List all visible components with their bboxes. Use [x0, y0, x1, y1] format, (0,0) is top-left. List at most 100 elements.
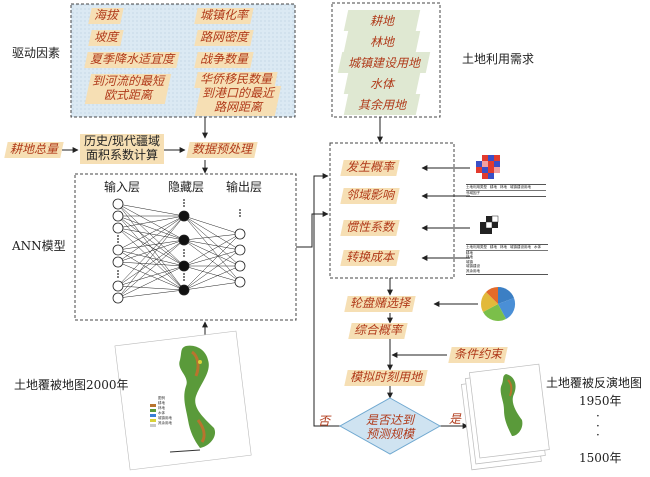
ann-edge [117, 285, 185, 291]
ellipsis-dot [117, 238, 119, 240]
ellipsis-dot [117, 276, 119, 278]
ellipsis-dot [183, 202, 185, 204]
year-1500: 1500年 [579, 451, 622, 465]
input-node [112, 210, 124, 222]
ann-edge [183, 233, 241, 291]
ellipsis-dot [183, 199, 185, 201]
yes-label: 是 [449, 412, 462, 426]
ann-edge [183, 215, 241, 283]
output-layer-label: 输出层 [226, 180, 263, 194]
ann-edge [117, 227, 185, 241]
ann-edge [117, 215, 185, 229]
ann-edge [117, 239, 185, 287]
demand-other: 其余用地 [343, 94, 421, 115]
output-node [234, 228, 246, 240]
ellipsis-dot [183, 255, 185, 257]
inverse-maps-stack [460, 363, 550, 471]
ellipsis-dot [239, 212, 241, 214]
input-node [112, 244, 124, 256]
ann-edge [117, 215, 185, 263]
ann-edge [183, 233, 241, 241]
ann-model-label: ANN模型 [12, 239, 66, 253]
factor-road-density: 路网密度 [194, 30, 254, 46]
cost-table-thumbnail: 土地利用类型耕地林地城镇建设用地水体 耕地 林地 城镇 城镇建设 其余用地 [466, 244, 548, 275]
ann-panel [74, 173, 297, 321]
decision-diamond [338, 397, 442, 455]
conversion-cost: 转换成本 [340, 250, 400, 266]
hidden-node [178, 284, 190, 296]
year-dots: · · · [596, 409, 600, 443]
ann-edge [117, 289, 185, 299]
ellipsis-dot [183, 252, 185, 254]
ann-edge [117, 265, 185, 287]
simulated-landuse: 模拟时刻用地 [344, 370, 428, 386]
map-legend: 图例 耕地 林地 水体 城镇用地 其余用地 [158, 396, 172, 425]
factor-elevation: 海拔 [88, 8, 124, 24]
ellipsis-dot [183, 205, 185, 207]
inertia-thumbnail [480, 215, 499, 234]
ann-edge [183, 215, 241, 251]
ann-edge [183, 265, 241, 283]
ann-edge [183, 249, 241, 267]
inverse-map-label: 土地覆被反演地图 [546, 376, 643, 390]
output-node [234, 244, 246, 256]
neighborhood-effect: 邻域影响 [340, 188, 400, 204]
ann-edge [183, 215, 241, 267]
factor-port-distance: 到港口的最近 路网距离 [194, 86, 282, 116]
driving-factors-label: 驱动因素 [12, 46, 61, 60]
ann-edge [183, 239, 241, 267]
inertia-coefficient: 惯性系数 [340, 220, 400, 236]
ann-edge [183, 215, 241, 235]
ellipsis-dot [239, 215, 241, 217]
landcover-map-2000 [114, 330, 252, 471]
ann-edge [117, 215, 185, 241]
ann-edge [117, 239, 185, 299]
ellipsis-dot [183, 279, 185, 281]
ann-nodes [112, 198, 246, 304]
ellipsis-dot [183, 249, 185, 251]
decision-text: 是否达到 预测规模 [365, 413, 414, 441]
factor-summer-precip: 夏季降水适宜度 [84, 52, 180, 68]
data-preprocessing: 数据预处理 [186, 142, 258, 158]
roulette-pie-thumbnail [481, 286, 516, 321]
landcover-2000-label: 土地覆被地图2000年 [14, 378, 129, 392]
ann-edge [117, 265, 185, 299]
ann-edge [117, 249, 185, 267]
ellipsis-dot [117, 241, 119, 243]
input-node [112, 292, 124, 304]
ann-edge [117, 215, 185, 251]
ann-edge [183, 249, 241, 291]
ann-edge [117, 203, 185, 217]
hidden-node [178, 210, 190, 222]
demand-water: 水体 [343, 73, 421, 94]
ann-edge [183, 239, 241, 251]
cropland-total: 耕地总量 [4, 142, 64, 158]
demand-cropland: 耕地 [343, 10, 421, 31]
roulette-selection: 轮盘赌选择 [344, 296, 416, 312]
ann-edge [117, 203, 185, 267]
ann-edge [117, 227, 185, 267]
hidden-node [178, 260, 190, 272]
hidden-layer-label: 隐藏层 [168, 180, 205, 194]
ann-edge [117, 215, 185, 299]
land-demand-label: 土地利用需求 [462, 52, 535, 66]
ellipsis-dot [183, 273, 185, 275]
ann-edge [183, 239, 241, 283]
historical-area-calc: 历史/现代疆域 面积系数计算 [80, 134, 165, 164]
demand-urban: 城镇建设用地 [337, 52, 431, 73]
ann-edge [117, 215, 185, 267]
input-node [112, 280, 124, 292]
year-1950: 1950年 [579, 394, 622, 408]
factor-urbanization: 城镇化率 [194, 8, 254, 24]
ellipsis-dot [239, 209, 241, 211]
ann-edge [117, 227, 185, 291]
ann-edges [117, 203, 241, 299]
demand-forest: 林地 [343, 31, 421, 52]
ann-edge [183, 281, 241, 291]
ann-edge [117, 215, 185, 291]
neighborhood-table-thumbnail: 土地利用类型耕地林地城镇建设用地 邻域因子 [466, 184, 546, 197]
input-layer-label: 输入层 [104, 180, 141, 194]
output-node [234, 276, 246, 288]
condition-constraint: 条件约束 [448, 347, 508, 363]
